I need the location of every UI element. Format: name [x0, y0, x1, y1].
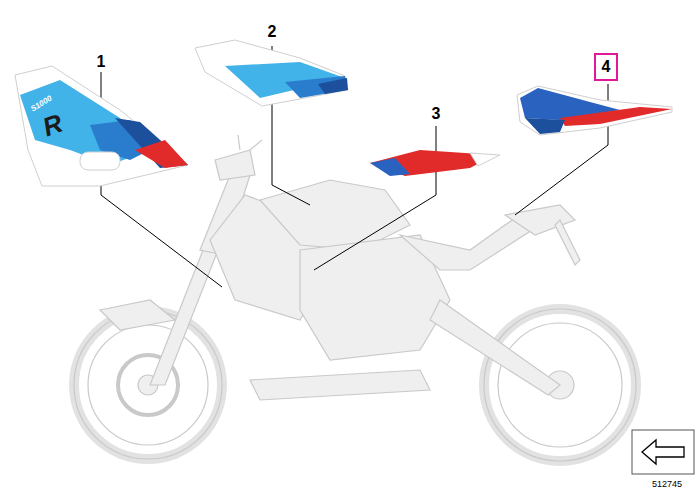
callout-number: 3	[432, 106, 441, 122]
callout-number: 1	[97, 54, 106, 70]
figure-number: 512745	[652, 480, 682, 489]
motorcycle-drawing	[74, 135, 636, 461]
frame-decal	[370, 150, 500, 176]
direction-icon	[632, 430, 694, 474]
callout-number: 2	[268, 24, 277, 40]
highlight-box: 4	[594, 53, 618, 81]
tank-decal	[195, 40, 348, 106]
callout-number: 4	[602, 59, 611, 75]
tail-decal	[517, 86, 672, 135]
side-panel-decal	[15, 66, 188, 186]
